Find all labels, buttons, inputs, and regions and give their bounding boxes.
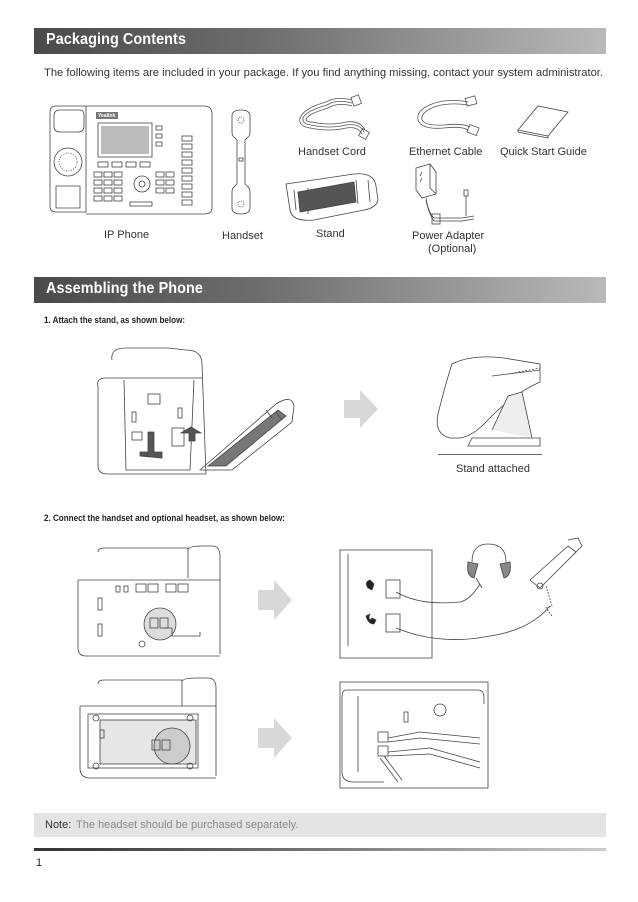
attach-stand-illustration	[97, 347, 295, 475]
label-handset-cord: Handset Cord	[298, 146, 366, 158]
step-2-text: 2. Connect the handset and optional head…	[44, 513, 285, 524]
phone-brand-logo: Yealink	[98, 113, 116, 119]
step-1-text: 1. Attach the stand, as shown below:	[44, 315, 186, 326]
stand-attached-illustration	[436, 356, 541, 447]
cables-routed-illustration	[339, 681, 489, 789]
section-header-assembling: Assembling the Phone	[34, 277, 606, 303]
label-ethernet-cable: Ethernet Cable	[409, 146, 483, 158]
phone-back-handset-port-illustration	[77, 545, 221, 657]
section-header-packaging: Packaging Contents	[34, 28, 606, 54]
quick-start-guide-illustration	[517, 105, 569, 139]
ethernet-cable-illustration	[417, 95, 480, 136]
label-handset: Handset	[222, 230, 263, 242]
note-text: The headset should be purchased separate…	[76, 819, 299, 831]
ip-phone-illustration	[49, 105, 213, 215]
label-power-adapter-note: (Optional)	[428, 243, 477, 255]
label-ip-phone: IP Phone	[104, 229, 150, 241]
label-stand-attached: Stand attached	[456, 463, 531, 475]
phone-back-headset-port-illustration	[79, 677, 217, 779]
section-title: Packaging Contents	[46, 31, 187, 48]
page-number: 1	[36, 857, 43, 869]
power-adapter-illustration	[415, 163, 475, 225]
label-stand: Stand	[316, 228, 345, 240]
note-bar: Note: The headset should be purchased se…	[34, 813, 606, 837]
arrow-right-icon	[258, 718, 292, 758]
headset-handset-connection-illustration	[339, 537, 583, 659]
stand-attached-underline	[438, 454, 542, 455]
note-label: Note:	[45, 819, 72, 831]
stand-illustration	[285, 173, 379, 221]
arrow-right-icon	[258, 580, 292, 620]
handset-illustration	[231, 109, 251, 215]
intro-text: The following items are included in your…	[44, 67, 604, 79]
handset-cord-illustration	[299, 94, 371, 141]
section-title: Assembling the Phone	[46, 280, 204, 297]
label-power-adapter: Power Adapter	[412, 230, 485, 242]
arrow-right-icon	[344, 390, 378, 428]
label-quick-start-guide: Quick Start Guide	[500, 146, 587, 158]
footer-divider	[34, 848, 606, 851]
